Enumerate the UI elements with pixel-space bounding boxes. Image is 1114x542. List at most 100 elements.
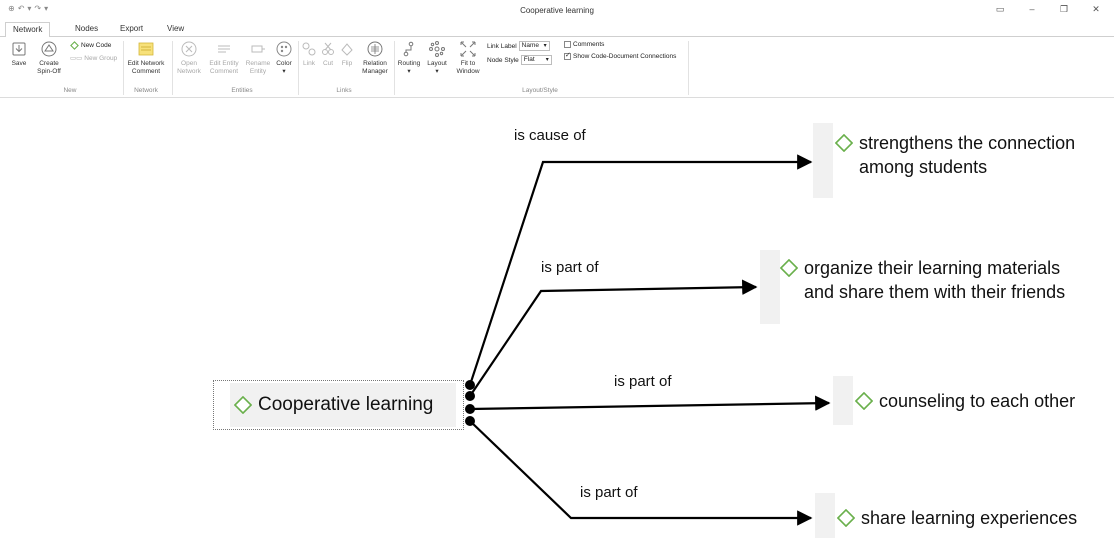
group-label-entities: Entities — [231, 87, 253, 94]
edit-network-comment-button[interactable]: Edit Network Comment — [125, 40, 167, 75]
open-network-button[interactable]: Open Network — [174, 40, 204, 75]
link-handle[interactable] — [465, 416, 475, 426]
layout-dropdown-icon: ▾ — [435, 67, 439, 75]
node-label-line: among students — [859, 157, 988, 177]
network-links — [465, 154, 831, 526]
color-label: Color — [276, 60, 292, 67]
group-label-network: Network — [134, 87, 158, 94]
create-spin-off-button[interactable]: Create Spin-Off — [34, 40, 64, 75]
code-node-strengthens-connection[interactable]: strengthens the connection among student… — [813, 123, 1112, 198]
minimize-button[interactable]: – — [1029, 4, 1035, 14]
group-label-new: New — [63, 87, 77, 94]
quick-access-toolbar: ⊕ ↶ ▾ ↷ ▾ — [8, 4, 48, 13]
redo-icon[interactable]: ↷ — [34, 4, 42, 13]
show-connections-checkbox[interactable] — [564, 51, 571, 60]
link-line-share[interactable] — [469, 420, 813, 526]
rename-entity-button[interactable]: Rename Entity — [244, 40, 272, 75]
flip-button[interactable]: Flip — [338, 40, 356, 68]
node-label: strengthens the connection among student… — [859, 131, 1075, 179]
cut-label: Cut — [322, 60, 334, 67]
undo-icon[interactable]: ↶ — [17, 4, 25, 13]
link-icon — [300, 40, 318, 58]
comments-checkbox[interactable] — [564, 41, 571, 48]
entity-comment-icon — [215, 40, 233, 58]
routing-button[interactable]: Routing ▾ — [396, 40, 422, 75]
relation-label[interactable]: is cause of — [514, 127, 586, 144]
cut-button[interactable]: Cut — [319, 40, 337, 68]
fit-to-window-button[interactable]: Fit to Window — [453, 40, 483, 75]
link-label-select[interactable]: Name — [518, 41, 550, 51]
link-handle[interactable] — [465, 380, 475, 390]
maximize-button[interactable]: ❐ — [1059, 4, 1069, 14]
link-label-control: Link Label Name — [487, 41, 550, 51]
edit-network-comment-label: Edit Network Comment — [127, 60, 165, 75]
ribbon-display-icon[interactable]: ▭ — [995, 4, 1005, 14]
fit-to-window-icon — [459, 40, 477, 58]
code-diamond-icon — [780, 259, 798, 277]
new-code-button[interactable]: New Code — [70, 41, 111, 50]
node-background — [815, 493, 835, 538]
edit-entity-comment-button[interactable]: Edit Entity Comment — [206, 40, 242, 75]
comments-checkbox-row[interactable]: Comments — [564, 41, 604, 48]
node-style-select[interactable]: Flat — [520, 55, 552, 65]
rename-icon — [249, 40, 267, 58]
group-separator — [123, 41, 124, 95]
color-dropdown-icon: ▾ — [282, 67, 286, 75]
app-logo-icon[interactable]: ⊕ — [8, 4, 15, 13]
group-separator — [394, 41, 395, 95]
link-handle[interactable] — [465, 391, 475, 401]
new-group-button[interactable]: ▭▭ New Group — [70, 54, 118, 63]
link-handle[interactable] — [465, 404, 475, 414]
fit-to-window-label: Fit to Window — [456, 60, 480, 75]
code-diamond-icon — [837, 508, 855, 527]
spin-off-icon — [40, 40, 58, 58]
show-connections-label: Show Code-Document Connections — [573, 53, 677, 60]
customize-toolbar-icon[interactable]: ▾ — [44, 4, 49, 13]
link-line-organize[interactable] — [469, 279, 758, 397]
node-label: share learning experiences — [861, 507, 1078, 528]
open-network-label: Open Network — [177, 60, 201, 75]
group-separator — [298, 41, 299, 95]
tab-nodes[interactable]: Nodes — [75, 24, 99, 33]
save-button[interactable]: Save — [5, 40, 33, 68]
network-canvas[interactable]: is cause of is part of is part of is par… — [0, 98, 1114, 538]
relation-label[interactable]: is part of — [580, 484, 638, 501]
group-separator — [688, 41, 689, 95]
relation-manager-label: Relation Manager — [362, 60, 388, 75]
tab-network[interactable]: Network — [5, 22, 51, 37]
tab-view[interactable]: View — [167, 24, 185, 33]
relation-manager-icon — [366, 40, 384, 58]
link-button[interactable]: Link — [300, 40, 318, 68]
routing-label: Routing — [397, 60, 421, 67]
ribbon: Save Create Spin-Off New Code ▭▭ New Gro… — [0, 36, 1114, 98]
create-spin-off-label: Create Spin-Off — [37, 60, 61, 75]
flip-label: Flip — [341, 60, 353, 67]
relation-label[interactable]: is part of — [614, 373, 672, 390]
layout-button[interactable]: Layout ▾ — [424, 40, 450, 75]
new-code-label: New Code — [81, 42, 112, 49]
new-group-label: New Group — [84, 54, 118, 62]
code-diamond-icon — [855, 391, 873, 410]
link-line-counseling[interactable] — [469, 395, 831, 411]
code-node-counseling[interactable]: counseling to each other — [833, 376, 1112, 425]
code-diamond-icon — [70, 41, 79, 50]
relation-manager-button[interactable]: Relation Manager — [358, 40, 392, 75]
node-background — [760, 250, 780, 324]
color-button[interactable]: Color ▾ — [273, 40, 295, 75]
undo-dropdown-icon[interactable]: ▾ — [27, 4, 32, 13]
node-label: organize their learning materials and sh… — [804, 256, 1065, 304]
code-diamond-icon — [234, 396, 252, 414]
link-line-strengthens[interactable] — [468, 154, 813, 386]
code-node-share-experiences[interactable]: share learning experiences — [815, 493, 1112, 542]
ribbon-tabs: Network Nodes Export View — [0, 22, 1114, 37]
tab-export[interactable]: Export — [120, 24, 144, 33]
code-diamond-icon — [835, 134, 853, 152]
show-connections-checkbox-row[interactable]: Show Code-Document Connections — [564, 51, 677, 60]
close-button[interactable]: ✕ — [1092, 4, 1100, 14]
code-node-organize-materials[interactable]: organize their learning materials and sh… — [760, 250, 1112, 324]
code-node-cooperative-learning[interactable]: Cooperative learning — [213, 380, 464, 430]
network-icon — [180, 40, 198, 58]
relation-label[interactable]: is part of — [541, 259, 599, 276]
window-title: Cooperative learning — [520, 6, 594, 15]
link-label: Link — [303, 60, 315, 67]
